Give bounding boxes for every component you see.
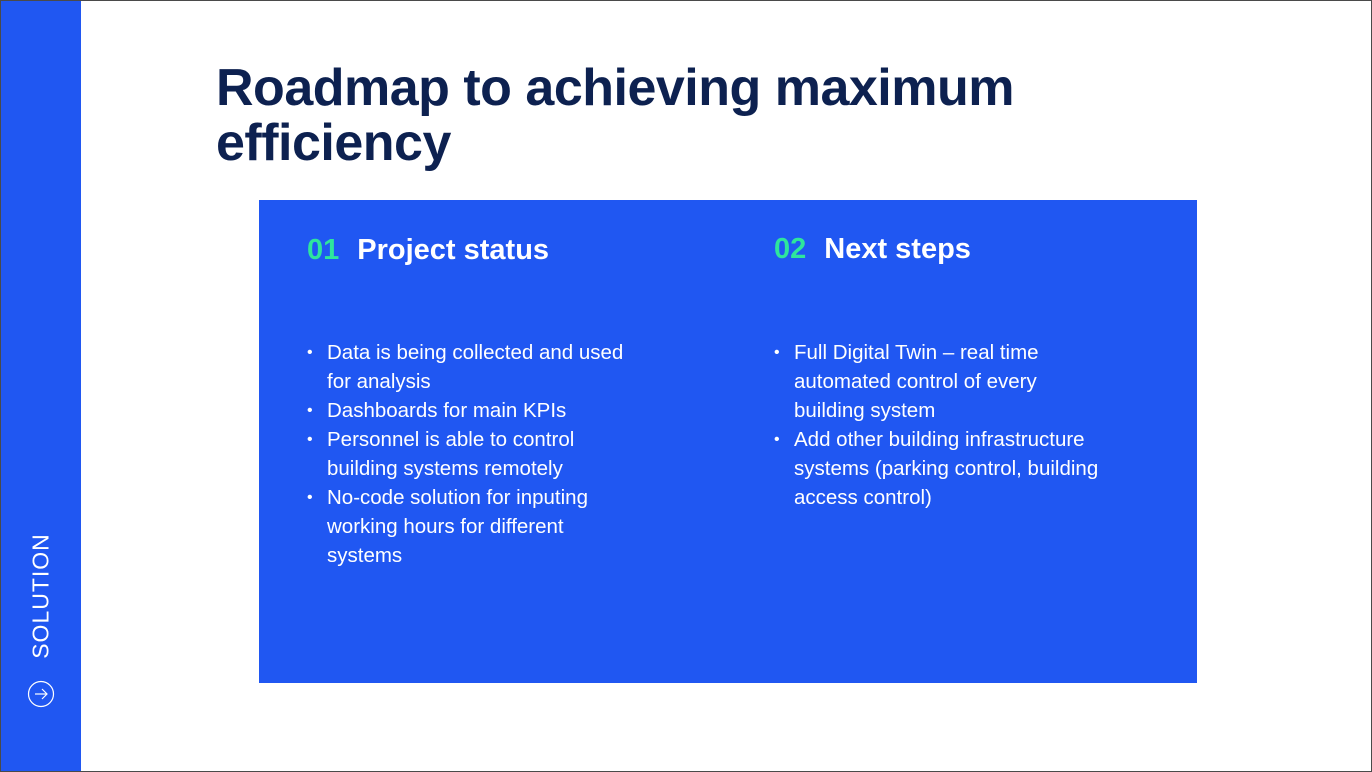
bullet-item: Dashboards for main KPIs [307,396,637,425]
bullet-item: Full Digital Twin – real time automated … [774,338,1104,425]
sidebar: SOLUTION [1,1,81,771]
bullet-item: Personnel is able to control building sy… [307,425,637,483]
step-number: 02 [774,233,807,265]
column-heading: 02 Next steps [774,233,971,266]
bullet-list: Full Digital Twin – real time automated … [774,338,1104,512]
heading-text: Project status [357,234,550,266]
heading-text: Next steps [824,233,971,265]
step-number: 01 [307,234,340,266]
bullet-list: Data is being collected and used for ana… [307,338,637,570]
bullet-item: Data is being collected and used for ana… [307,338,637,396]
content-panel: 01 Project status Data is being collected… [259,200,1197,683]
bullet-item: Add other building infrastructure system… [774,425,1104,512]
arrow-right-circle-icon[interactable] [27,680,55,708]
page-title: Roadmap to achieving maximum efficiency [216,59,1014,172]
bullet-item: No-code solution for inputing working ho… [307,483,637,570]
section-label: SOLUTION [27,533,54,659]
column-heading: 01 Project status [307,234,549,267]
